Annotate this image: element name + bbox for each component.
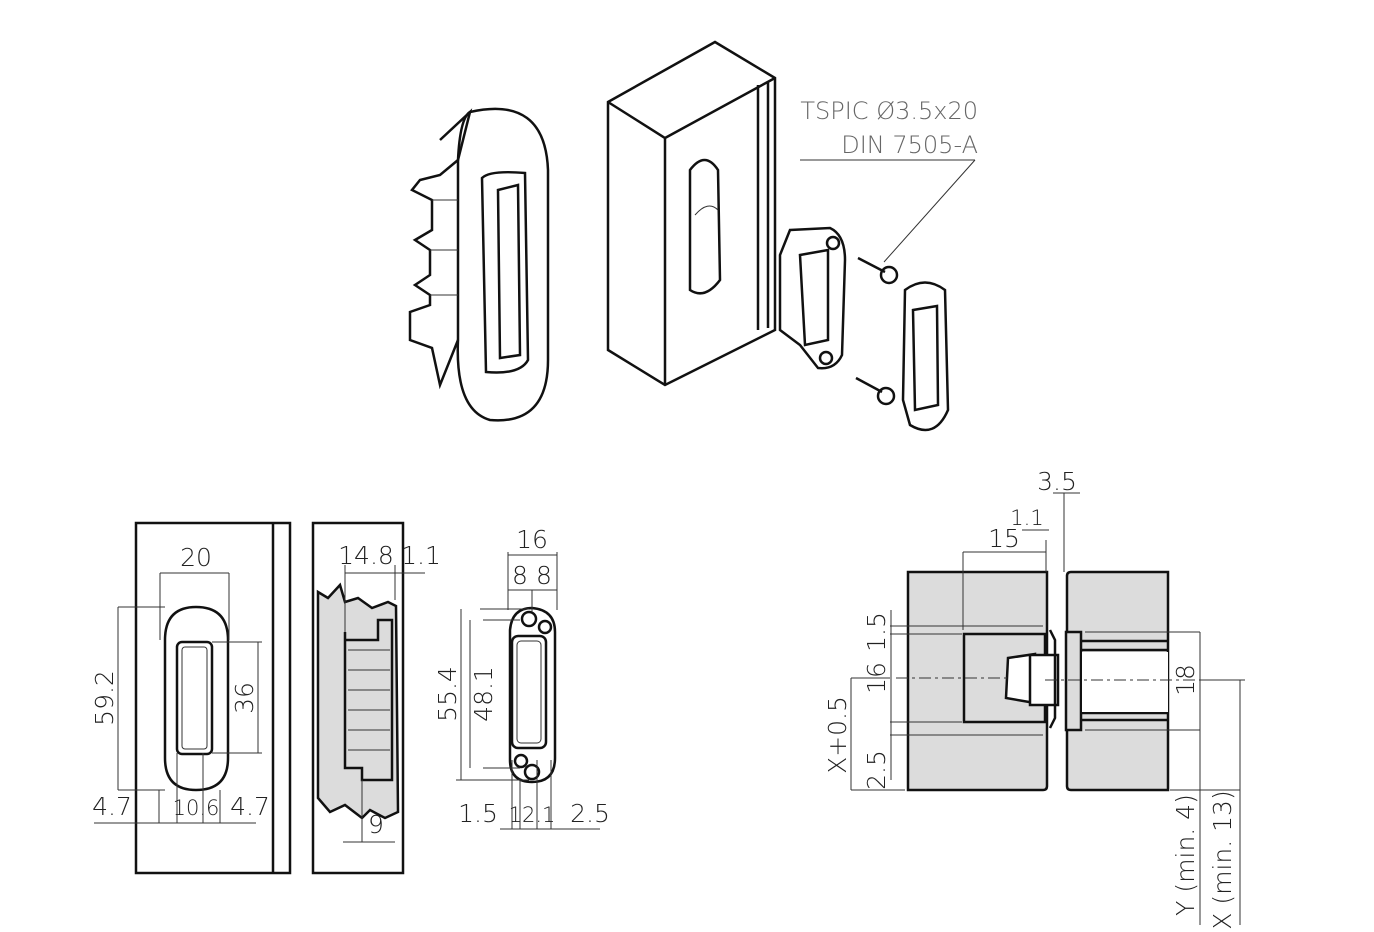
dim-front-left-margin: 4.7	[92, 792, 132, 821]
dim-plate-center: 12.1	[509, 803, 556, 827]
dim-front-slot-height: 36	[230, 682, 259, 714]
dim-front-width: 20	[180, 543, 212, 572]
dim-section-x-min: X (min. 13)	[1208, 790, 1237, 929]
handle-isometric	[408, 107, 550, 422]
side-view	[311, 521, 425, 875]
dim-front-slot-width: 10.6	[173, 796, 220, 820]
dim-side-offset: 9	[368, 810, 384, 839]
dim-front-height: 59.2	[90, 670, 119, 726]
dim-section-gap: 3.5	[1037, 467, 1077, 496]
dim-section-y-min: Y (min. 4)	[1171, 794, 1200, 916]
dim-plate-left: 1.5	[458, 799, 498, 828]
dim-section-bottom: 2.5	[862, 750, 891, 790]
dim-plate-hole-pitch: 48.1	[469, 666, 498, 722]
dim-plate-half-left: 8	[512, 561, 528, 590]
dim-section-depth: 15	[988, 524, 1020, 553]
dim-plate-width: 16	[516, 525, 548, 554]
dim-side-flange: 1.1	[401, 541, 441, 570]
front-view	[94, 521, 292, 875]
dim-section-top: 1.5	[862, 612, 891, 652]
section-view	[850, 492, 1245, 925]
dim-side-depth: 14.8	[338, 541, 394, 570]
screws	[800, 159, 976, 406]
plate-view	[456, 552, 600, 830]
dim-plate-height: 55.4	[433, 666, 462, 722]
dim-section-x-offset: X+0.5	[823, 696, 852, 774]
callout-screw-standard: DIN 7505-A	[841, 131, 978, 159]
strike-plate-isometric	[778, 226, 950, 432]
dim-section-strike-height: 18	[1171, 664, 1200, 696]
dim-plate-half-right: 8	[536, 561, 552, 590]
dim-plate-right: 2.5	[570, 799, 610, 828]
door-block-isometric	[606, 40, 777, 387]
callout-screw-spec: TSPIC Ø3.5x20	[800, 97, 978, 125]
dim-section-middle: 16	[862, 662, 891, 694]
dim-section-flange: 1.1	[1010, 506, 1043, 530]
dim-front-right-margin: 4.7	[230, 792, 270, 821]
